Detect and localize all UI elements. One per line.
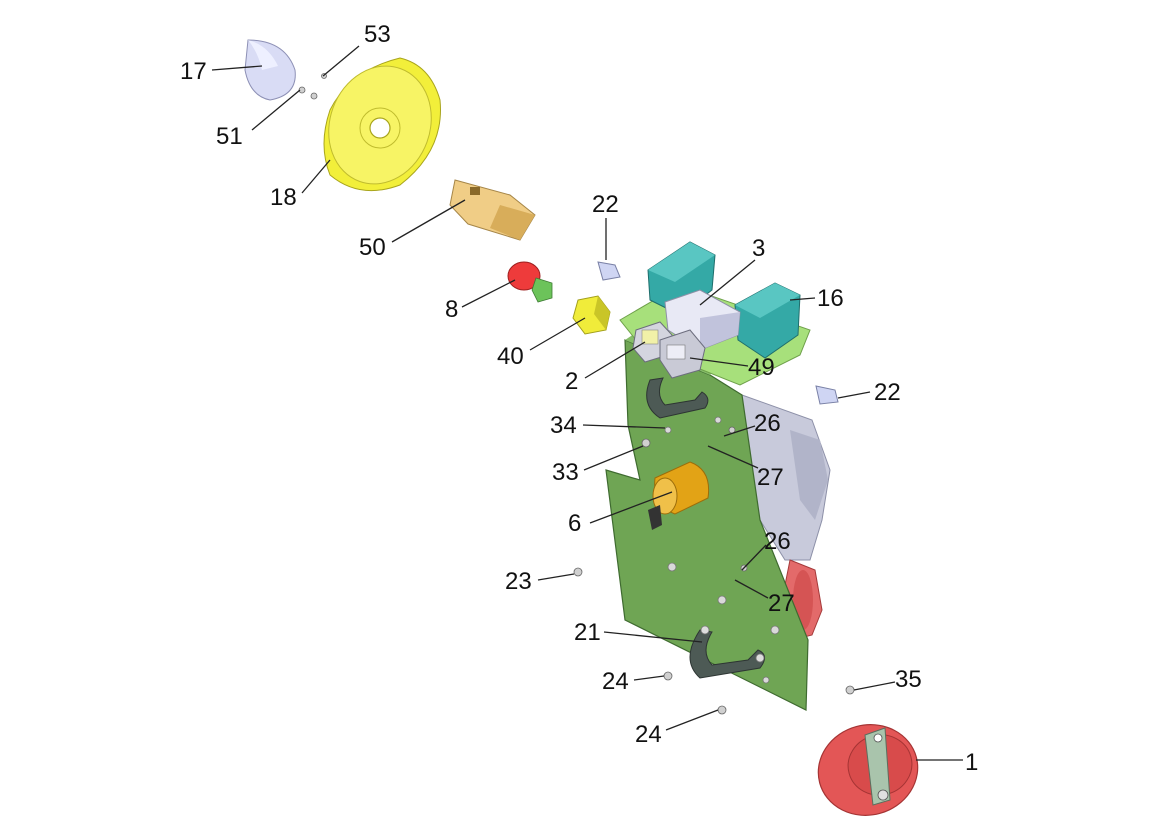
label-23: 23 xyxy=(505,568,532,595)
label-26-lower: 26 xyxy=(764,528,791,555)
gear-wheel xyxy=(323,57,441,192)
label-22-top: 22 xyxy=(592,191,619,218)
strap-lower xyxy=(689,625,765,679)
label-34: 34 xyxy=(550,412,577,439)
connector-22-right xyxy=(815,385,839,405)
label-51: 51 xyxy=(216,123,243,150)
tan-block xyxy=(449,179,536,241)
label-1: 1 xyxy=(965,749,978,776)
teal-connector-right xyxy=(734,282,801,359)
label-24-lower: 24 xyxy=(635,721,662,748)
label-24-upper: 24 xyxy=(602,668,629,695)
label-3: 3 xyxy=(752,235,765,262)
label-27-lower: 27 xyxy=(768,590,795,617)
lock-cylinder xyxy=(648,461,710,530)
yellow-cube xyxy=(572,295,611,335)
label-6: 6 xyxy=(568,510,581,537)
label-35: 35 xyxy=(895,666,922,693)
strap-upper xyxy=(646,377,709,419)
label-21: 21 xyxy=(574,619,601,646)
label-40: 40 xyxy=(497,343,524,370)
label-18: 18 xyxy=(270,184,297,211)
label-22-right: 22 xyxy=(874,379,901,406)
label-16: 16 xyxy=(817,285,844,312)
label-27-upper: 27 xyxy=(757,464,784,491)
end-cap xyxy=(817,724,919,816)
knob xyxy=(244,39,296,101)
leader-lines xyxy=(211,45,963,761)
label-33: 33 xyxy=(552,459,579,486)
label-50: 50 xyxy=(359,234,386,261)
connector-22-top xyxy=(597,261,621,281)
switch-49 xyxy=(659,329,706,379)
label-49: 49 xyxy=(748,354,775,381)
label-53: 53 xyxy=(364,21,391,48)
label-26-upper: 26 xyxy=(754,410,781,437)
grey-housing xyxy=(741,394,831,561)
red-lamp xyxy=(507,261,553,303)
label-2: 2 xyxy=(565,368,578,395)
callout-labels: 53 17 51 18 50 22 3 16 8 40 2 49 22 34 2… xyxy=(180,21,978,776)
label-17: 17 xyxy=(180,58,207,85)
label-8: 8 xyxy=(445,296,458,323)
